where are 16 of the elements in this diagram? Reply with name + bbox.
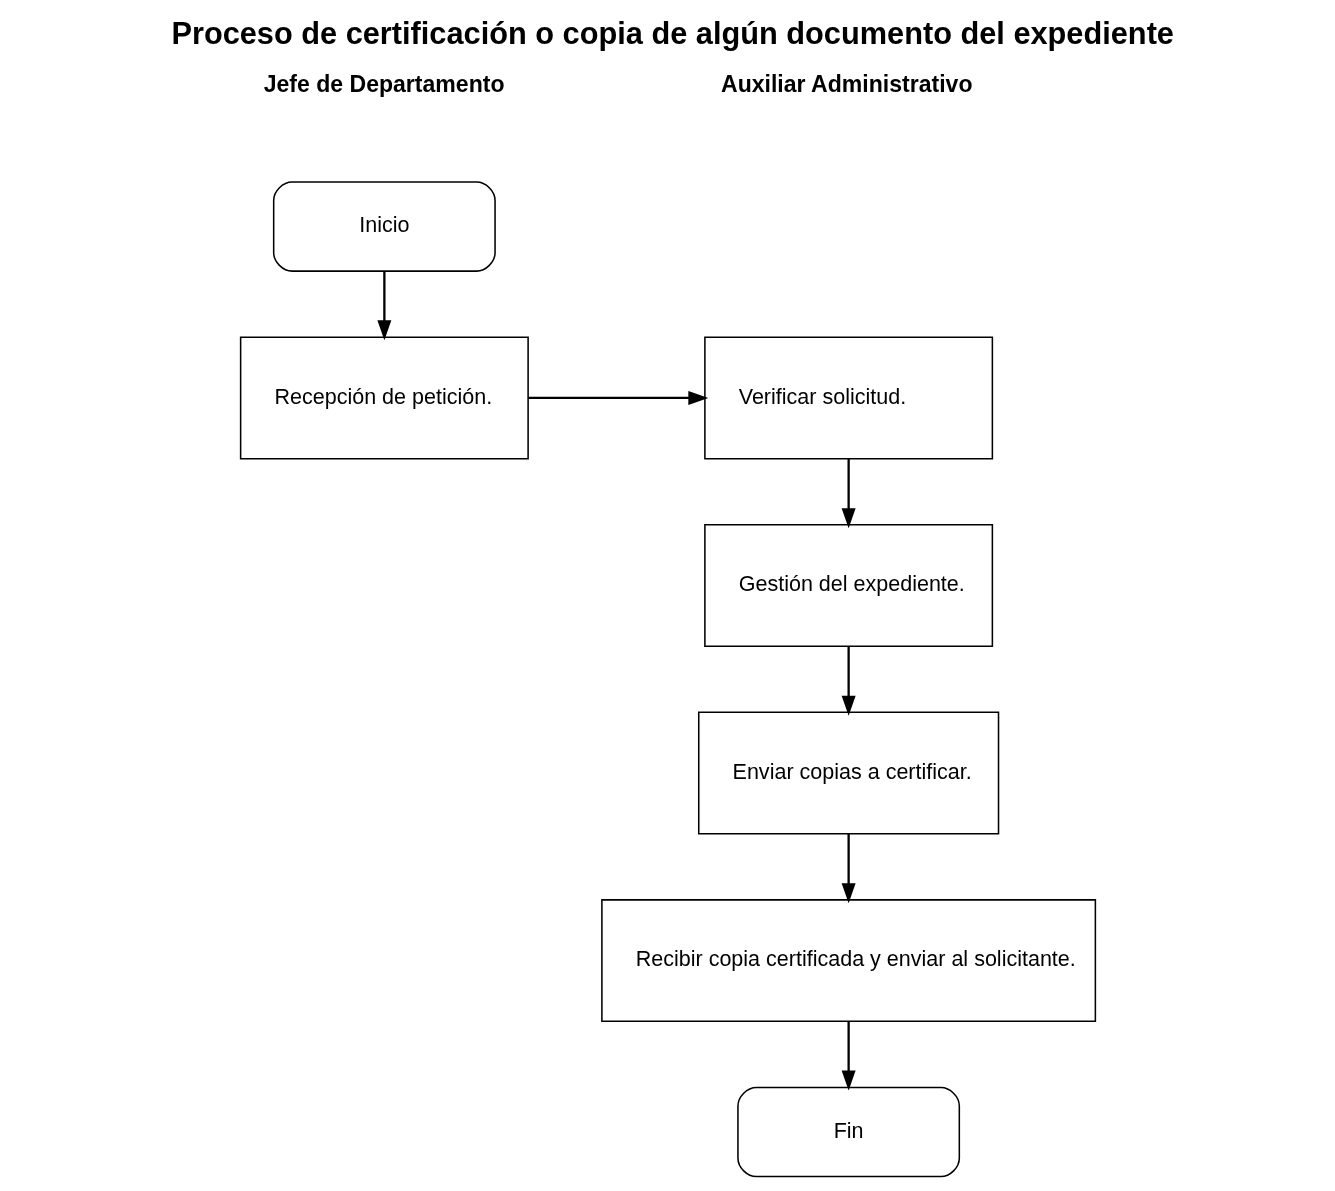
arrow	[528, 390, 708, 405]
arrow	[841, 1021, 856, 1091]
node-box: Recepción de petición.	[239, 336, 529, 460]
node-box: Gestión del expediente.	[703, 524, 993, 647]
arrow	[376, 271, 391, 341]
arrow	[841, 458, 856, 529]
node-box: Fin	[736, 1086, 960, 1178]
label: Jefe de Departamento	[263, 71, 504, 98]
node-box: Inicio	[272, 181, 496, 272]
node-box: Recibir copia certificada y enviar al solicitante.	[600, 899, 1096, 1023]
arrow	[841, 646, 856, 716]
diagram-title: Proceso de certificación o copia de algún documento del expediente	[170, 15, 1174, 51]
arrow	[841, 834, 856, 904]
node-box: Enviar copias a certificar.	[697, 711, 999, 835]
node-box: Verificar solicitud.	[703, 336, 993, 460]
label: Auxiliar Administrativo	[720, 71, 972, 98]
